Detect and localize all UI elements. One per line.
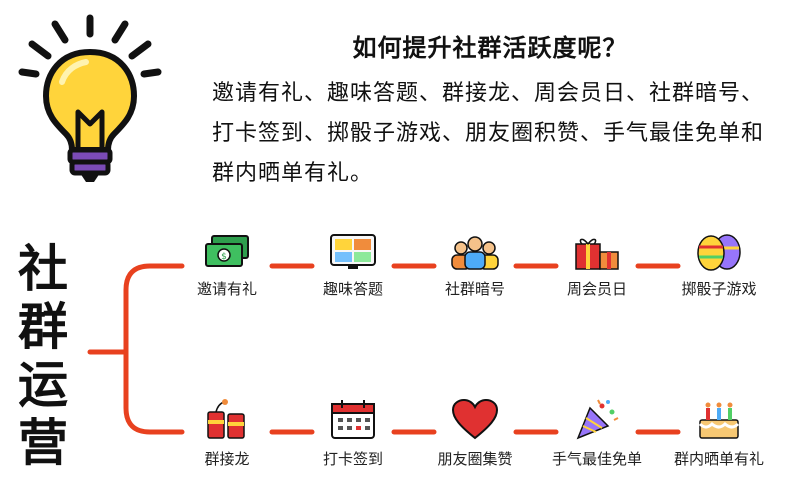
page-title: 如何提升社群活跃度呢？ <box>352 34 628 62</box>
node-label: 群内晒单有礼 <box>673 450 764 468</box>
node-label: 邀请有礼 <box>196 280 257 298</box>
flow-node-invite-reward: $ 邀请有礼 <box>172 232 282 299</box>
vertical-title-char: 运 <box>18 356 68 414</box>
easter-eggs-icon <box>697 234 741 271</box>
node-label: 朋友圈集赞 <box>437 450 513 468</box>
node-label: 周会员日 <box>566 280 627 298</box>
money-icon: $ <box>205 235 249 267</box>
svg-text:$: $ <box>221 252 227 262</box>
firecrackers-icon <box>207 399 245 439</box>
heart-icon <box>451 398 499 440</box>
node-label: 掷骰子游戏 <box>681 280 757 298</box>
flow-node-member-day: 周会员日 <box>542 232 652 299</box>
flow-node-secret-code: 社群暗号 <box>420 232 530 299</box>
gift-boxes-icon <box>575 238 619 270</box>
node-label: 打卡签到 <box>322 450 383 468</box>
flow-node-lucky-free: 手气最佳免单 <box>542 398 652 469</box>
vertical-title: 社 群 运 营 <box>10 240 76 472</box>
vertical-title-char: 群 <box>18 298 68 356</box>
lightbulb-icon <box>18 14 162 182</box>
flow-node-checkin: 打卡签到 <box>298 398 408 469</box>
group-people-icon <box>451 236 499 270</box>
calendar-icon <box>331 400 375 439</box>
flow-node-group-relay: 群接龙 <box>172 398 282 469</box>
flow-node-moments-likes: 朋友圈集赞 <box>420 398 530 469</box>
flow-node-quiz: 趣味答题 <box>298 232 408 299</box>
node-label: 趣味答题 <box>322 280 383 298</box>
node-label: 社群暗号 <box>444 280 505 298</box>
party-popper-icon <box>576 399 619 440</box>
node-label: 手气最佳免单 <box>551 450 642 468</box>
description-text: 邀请有礼、趣味答题、群接龙、周会员日、社群暗号、打卡签到、掷骰子游戏、朋友圈积赞… <box>212 81 765 186</box>
video-call-icon <box>330 234 376 269</box>
flow-node-dice-game: 掷骰子游戏 <box>664 232 774 299</box>
vertical-title-char: 社 <box>18 240 68 298</box>
birthday-cake-icon <box>698 402 740 439</box>
vertical-title-char: 营 <box>18 414 68 472</box>
node-label: 群接龙 <box>204 450 250 468</box>
flow-node-share-reward: 群内晒单有礼 <box>664 398 774 469</box>
